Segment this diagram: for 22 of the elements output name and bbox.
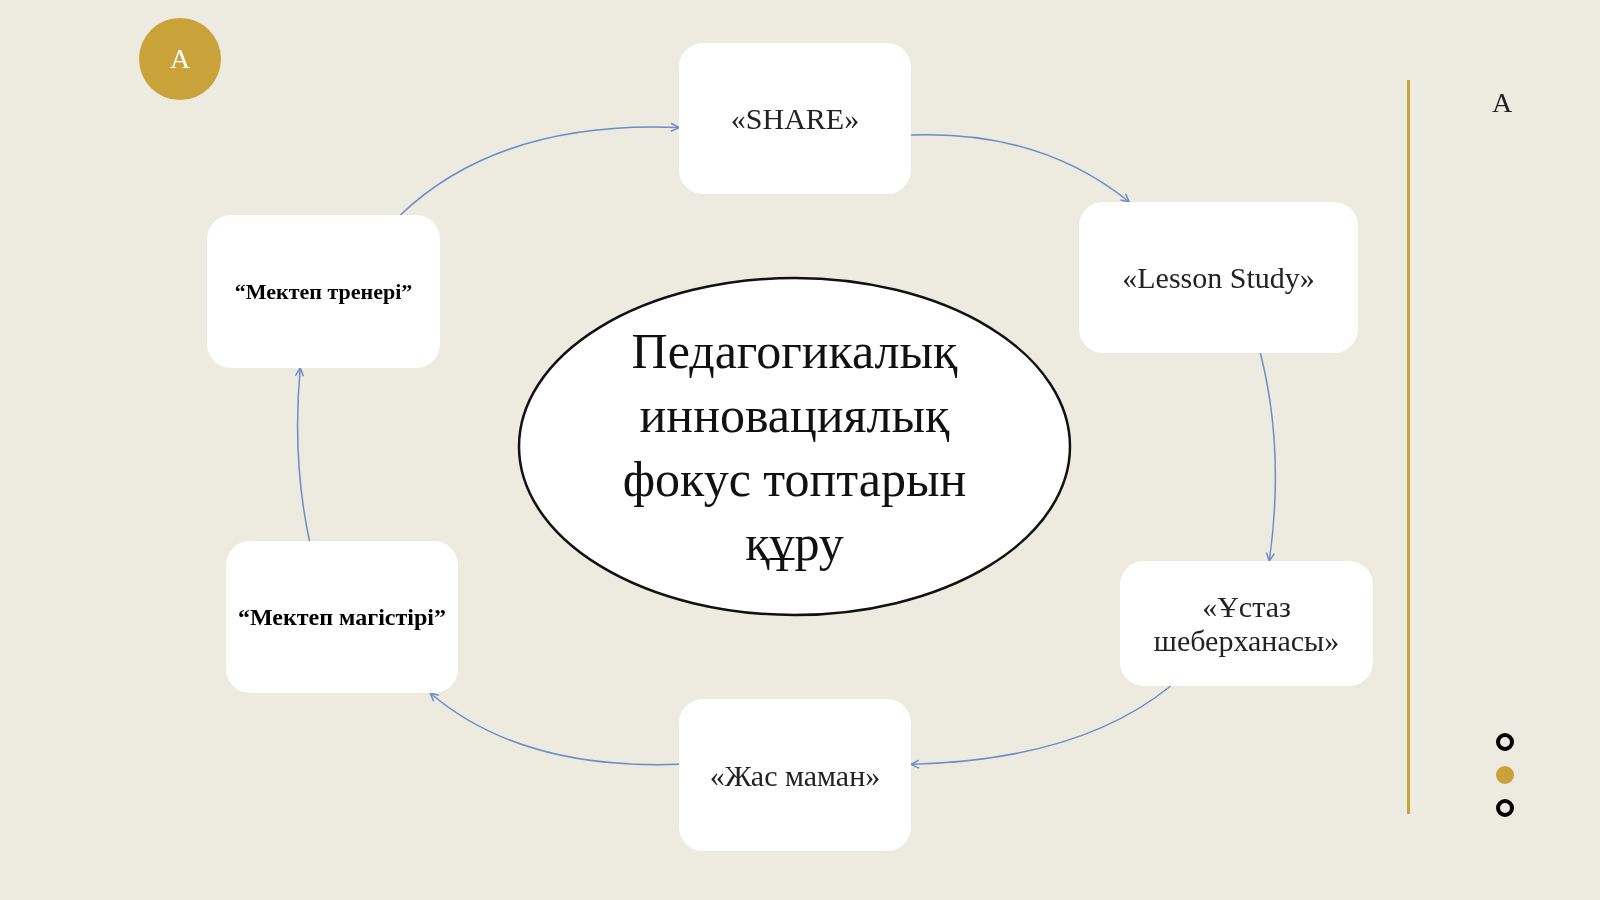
node-text: Педагогикалық инновациялық фокус топтарын құру	[621, 321, 968, 573]
process-box	[1079, 202, 1358, 353]
process-box	[679, 699, 911, 851]
center-ellipse	[517, 276, 1072, 617]
curved-arrow	[399, 122, 680, 216]
curved-arrow	[429, 692, 680, 766]
node-text: A	[169, 42, 191, 76]
node-text: «Жас маман»	[709, 757, 881, 794]
corner-letter: A	[1492, 86, 1513, 120]
process-box	[226, 541, 458, 693]
process-box	[207, 215, 440, 368]
node-text: “Мектеп магістірі”	[238, 603, 446, 632]
node-text: «SHARE»	[730, 101, 860, 137]
process-box	[679, 43, 911, 194]
curved-arrow	[294, 367, 311, 542]
curved-arrow	[1259, 352, 1277, 562]
curved-arrow	[910, 134, 1130, 203]
node-text: “Мектеп тренері”	[234, 278, 413, 306]
node-text: «Lesson Study»	[1122, 260, 1315, 296]
node-text: «Ұстаз шеберханасы»	[1152, 589, 1341, 658]
curved-arrow	[910, 685, 1172, 769]
process-box	[1120, 561, 1373, 686]
